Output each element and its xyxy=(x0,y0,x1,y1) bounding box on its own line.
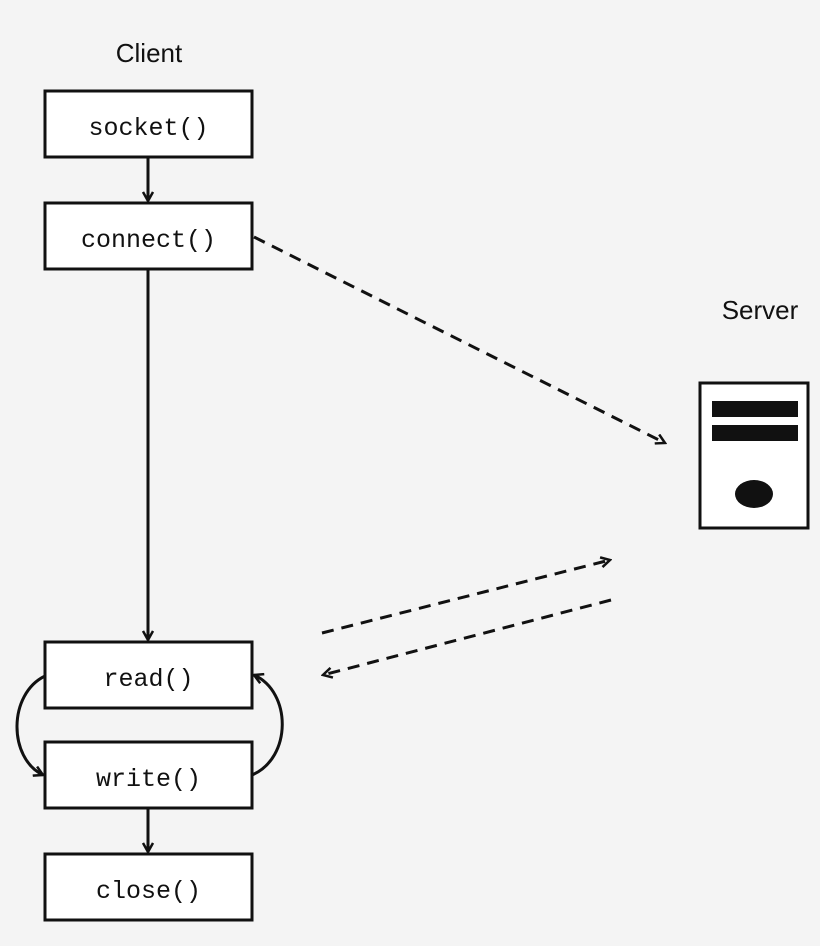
loop-arrow-write-to-read xyxy=(251,675,284,777)
call-label-write: write() xyxy=(96,765,201,794)
server-icon xyxy=(698,381,810,530)
call-label-socket: socket() xyxy=(88,114,208,143)
call-label-read: read() xyxy=(103,665,193,694)
server-title: Server xyxy=(722,295,799,325)
dashed-arrow-server-to-client xyxy=(323,598,612,675)
call-box-socket: socket() xyxy=(43,89,254,159)
call-label-close: close() xyxy=(96,877,201,906)
call-box-write: write() xyxy=(43,740,254,810)
call-box-close: close() xyxy=(43,852,254,922)
call-box-read: read() xyxy=(43,640,254,710)
dashed-arrow-connect-to-server xyxy=(253,235,665,443)
loop-arrow-read-to-write xyxy=(15,674,46,775)
dashed-arrow-client-to-server xyxy=(321,560,610,635)
client-title: Client xyxy=(116,38,183,68)
call-label-connect: connect() xyxy=(81,226,216,255)
call-box-connect: connect() xyxy=(43,201,254,271)
